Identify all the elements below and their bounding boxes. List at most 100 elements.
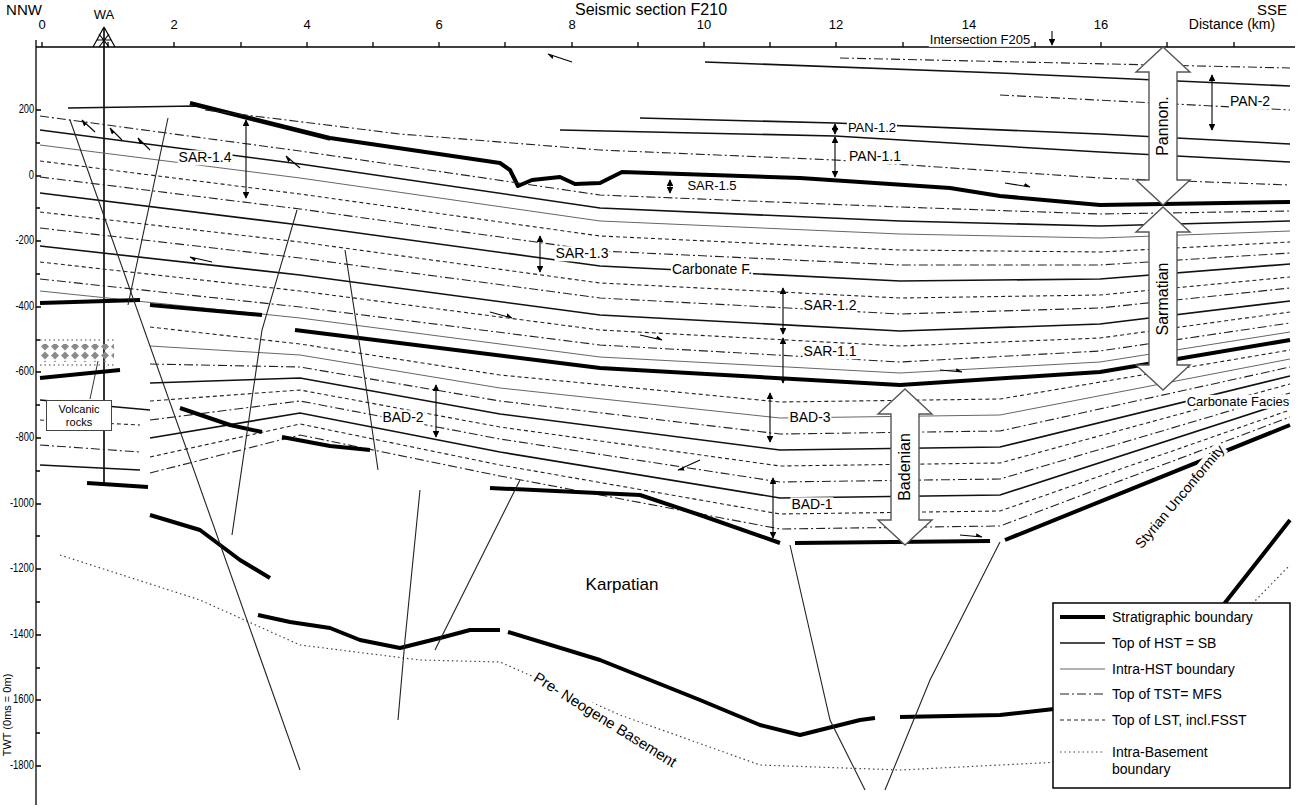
badenian-horizons-part: [150, 393, 1290, 482]
sarmatian-horizons-part: [40, 291, 1290, 373]
volcanic-rocks-part: [40, 339, 114, 340]
axes-part: [35, 40, 36, 805]
onlap-markers-part: [640, 335, 662, 340]
badenian-horizons-part: [40, 370, 120, 378]
onlap-markers-part: [138, 138, 150, 150]
axes-part: [42, 42, 1234, 47]
faults-part: [70, 120, 300, 770]
twt-tick: -1200: [9, 562, 35, 575]
legend-box-part: [1060, 719, 1105, 720]
callout-text: Volcanic rocks: [50, 403, 108, 428]
legend-box-part: [1060, 615, 1105, 619]
legend-text: Top of HST = SB: [1112, 635, 1216, 652]
pannonian-horizons-part: [1000, 95, 1290, 110]
distance-tick: 2: [169, 18, 178, 32]
sequence-label: SAR-1.1: [803, 344, 858, 359]
thickness-arrows: [246, 75, 1212, 538]
sarmatian-horizons-part: [40, 246, 1290, 331]
facies-label: Carbonate F.: [671, 262, 753, 277]
axes: [36, 31, 1295, 805]
pannonian-horizons-part: [190, 103, 1290, 205]
legend-text: Intra-Basement boundary: [1112, 744, 1232, 778]
legend-text: Top of LST, incl.FSST: [1112, 712, 1247, 729]
block-arrow-outline: [878, 389, 932, 545]
twt-tick: -1400: [9, 628, 35, 641]
pannonian-horizons-part: [560, 130, 1290, 162]
direction-label: SSE: [1256, 2, 1288, 19]
twt-tick: -1600: [9, 693, 35, 706]
faults-part: [790, 545, 865, 790]
sarmatian-horizons-part: [40, 262, 1290, 346]
badenian-horizons-part: [150, 417, 1290, 529]
thickness-arrows-part: [245, 120, 246, 198]
axis-title: Distance (km): [1188, 17, 1276, 32]
onlap-markers-part: [190, 257, 212, 262]
sarmatian-horizons: [40, 116, 1290, 385]
stage-arrow: Pannon.: [1135, 46, 1191, 206]
badenian-horizons-part: [150, 327, 1290, 402]
twt-tick: -600: [15, 365, 35, 378]
twt-tick: -200: [15, 234, 35, 247]
sequence-label: SAR-1.4: [178, 150, 233, 165]
volcanic-rocks: [40, 340, 114, 399]
thickness-arrows-part: [669, 180, 670, 193]
legend-box-part: [1060, 751, 1105, 752]
sarmatian-horizons-part: [40, 161, 1290, 252]
thickness-arrows-part: [769, 393, 770, 442]
intersection-note: Intersection F205: [929, 33, 1031, 47]
sequence-label: SAR-1.3: [555, 246, 610, 261]
badenian-horizons: [40, 327, 1290, 543]
badenian-horizons-part: [150, 364, 1290, 434]
sarmatian-horizons-part: [40, 193, 1290, 281]
pannonian-horizons-part: [640, 118, 1290, 144]
faults-part: [435, 480, 520, 650]
legend-box-part: [1060, 669, 1105, 670]
faults-part: [885, 542, 1000, 790]
faults-part: [398, 490, 420, 720]
twt-tick: 0: [28, 169, 35, 182]
badenian-horizons-part: [150, 410, 1290, 514]
sequence-label: PAN-2: [1229, 94, 1271, 109]
twt-tick: -800: [15, 431, 35, 444]
onlap-markers-part: [678, 460, 700, 470]
onlap-markers-part: [960, 535, 982, 537]
sarmatian-horizons-part: [40, 116, 1290, 214]
onlap-markers-part: [490, 312, 512, 318]
badenian-horizons-part: [150, 384, 1290, 466]
sarmatian-horizons-part: [40, 279, 1290, 362]
volcanic-rocks-part: [40, 364, 114, 365]
onlap-markers: [82, 54, 1030, 537]
sarmatian-horizons-part: [40, 145, 1290, 238]
distance-tick: 10: [696, 18, 712, 32]
legend-text: Top of TST= MFS: [1112, 686, 1222, 703]
onlap-markers-part: [286, 156, 300, 168]
distance-tick: 0: [37, 18, 46, 32]
badenian-horizons-part: [150, 401, 1290, 498]
thickness-arrows-part: [834, 124, 835, 134]
volcanic-rocks-part: [90, 361, 98, 399]
well-part: [93, 27, 115, 47]
sequence-label: SAR-1.5: [686, 179, 737, 193]
thickness-arrows-part: [782, 338, 783, 383]
axes-part: [1051, 31, 1052, 45]
sequence-label: PAN-1.2: [847, 121, 897, 135]
legend-box-part: [1060, 693, 1105, 694]
stage-name: Sarmatian: [1154, 262, 1172, 335]
legend-box: [1053, 603, 1290, 788]
sarmatian-horizons-part: [40, 130, 1290, 226]
axes-part: [36, 46, 1295, 47]
faults: [70, 118, 1000, 790]
well-name: WA: [93, 8, 115, 22]
pannonian-horizons-part: [68, 106, 330, 140]
distance-tick: 14: [961, 18, 977, 32]
block-arrow-outline: [1136, 207, 1190, 390]
distance-tick: 8: [567, 18, 576, 32]
sequence-label: BAD-2: [381, 410, 424, 425]
sequence-label: SAR-1.2: [803, 298, 858, 313]
faults-part: [345, 250, 378, 470]
stage-arrow: Sarmatian: [1135, 206, 1191, 391]
thickness-arrows-part: [782, 288, 783, 334]
sequence-label: PAN-1.1: [848, 149, 902, 164]
stage-name: Pannon.: [1154, 96, 1172, 156]
